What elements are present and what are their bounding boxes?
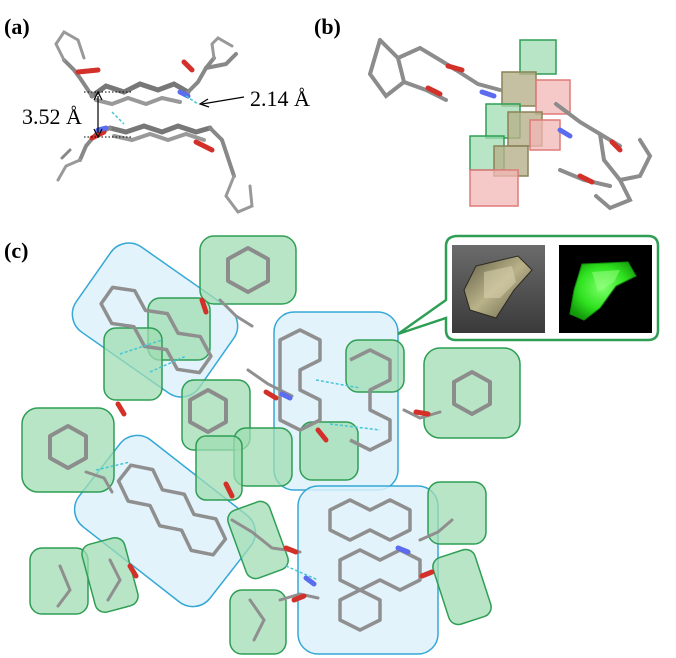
panel-a-label: (a) [4, 14, 30, 39]
phenyl-ring [48, 424, 88, 470]
green-region [21, 407, 115, 493]
hbond-line [185, 95, 199, 105]
green-region [229, 589, 287, 655]
phenyl-ring [452, 370, 492, 416]
crystal-photo-fluorescence [559, 245, 652, 333]
green-region [103, 327, 163, 401]
upper-molecule [54, 30, 238, 107]
green-region [195, 435, 243, 501]
distance-arrow-head-bottom [93, 128, 103, 139]
panel-c-oxygens [115, 297, 435, 603]
green-region [423, 347, 521, 439]
distance-arrow-head-top [93, 90, 103, 101]
panel-c-nitrogens [279, 391, 411, 587]
panel-c-hbonds [95, 339, 381, 581]
panel-a: (a) [4, 14, 310, 214]
green-region [432, 548, 492, 626]
photo-callout [397, 234, 660, 342]
panel-b-label: (b) [314, 14, 341, 39]
panel-c: (c) [4, 234, 660, 655]
anthracene-skeletons [99, 285, 422, 632]
green-region [227, 500, 289, 580]
green-region [345, 339, 405, 393]
green-region [427, 481, 487, 545]
phenyl-ring [226, 246, 270, 294]
green-region [29, 547, 89, 615]
blue-region [297, 485, 439, 655]
contact-distance-label: 2.14 Å [250, 86, 310, 111]
green-region [299, 421, 359, 481]
pink-ring [469, 169, 519, 207]
phenyl-ring [188, 388, 228, 434]
green-region [199, 235, 297, 305]
phenyl-rings [48, 246, 492, 470]
contact-arrow-head [198, 98, 210, 108]
panel-b: (b) [314, 14, 653, 211]
stack-distance-label: 3.52 Å [22, 104, 82, 129]
green-ring [519, 39, 557, 75]
lower-molecule [56, 123, 254, 214]
crystal-photo-daylight [452, 245, 545, 333]
olive-ring [501, 71, 537, 107]
panel-b-nitrogens [479, 89, 573, 139]
pink-ring [529, 119, 561, 151]
ring-highlights [469, 39, 571, 207]
panel-c-label: (c) [4, 238, 28, 263]
linker-sticks [56, 298, 454, 642]
panel-b-oxygens [425, 63, 623, 185]
hbond-line [111, 111, 125, 125]
contact-arrow [201, 96, 245, 105]
